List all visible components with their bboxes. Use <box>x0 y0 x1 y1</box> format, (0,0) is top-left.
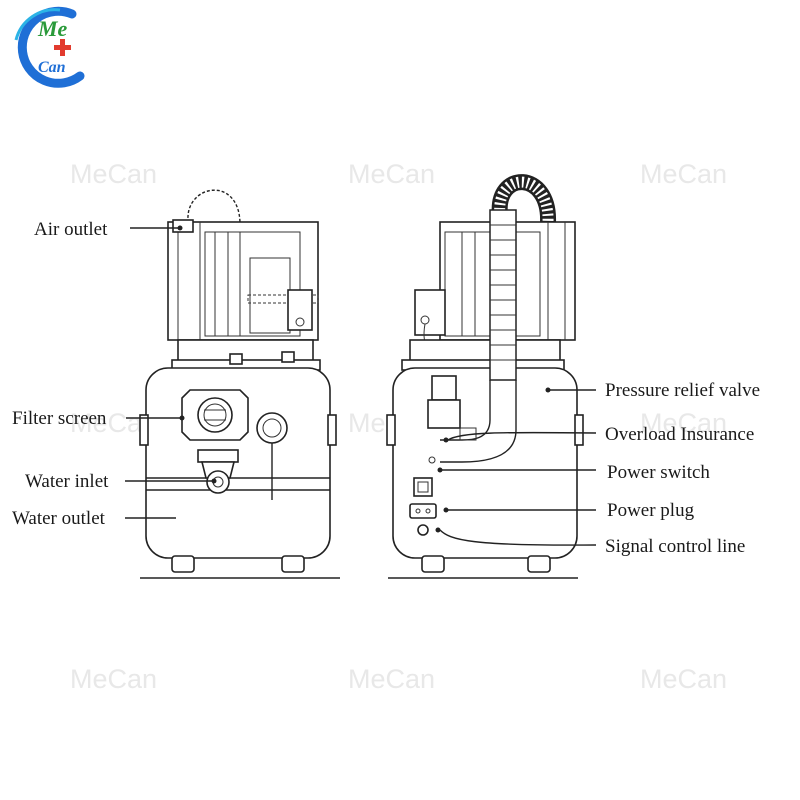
label-signal-control-line: Signal control line <box>605 536 745 557</box>
watermark-text: MeCan <box>348 159 435 189</box>
watermark-text: MeCan <box>70 664 157 694</box>
brand-logo: Me Can <box>14 6 85 88</box>
pressure-relief-valve-icon <box>427 375 477 441</box>
gauge-icon <box>256 412 288 500</box>
callout-power-plug: Power plug <box>443 500 695 521</box>
callout-water-outlet: Water outlet <box>12 508 176 529</box>
watermark-text: MeCan <box>640 664 727 694</box>
callout-filter-screen: Filter screen <box>12 408 185 429</box>
unit-front-view <box>139 184 340 579</box>
signal-port-icon <box>417 524 429 536</box>
label-pressure-relief-valve: Pressure relief valve <box>605 380 760 401</box>
watermark-text: MeCan <box>348 664 435 694</box>
callout-overload-insurance: Overload Insurance <box>443 424 754 445</box>
label-power-plug: Power plug <box>607 500 695 521</box>
power-switch-icon <box>413 477 433 497</box>
label-air-outlet: Air outlet <box>34 219 108 240</box>
label-water-inlet: Water inlet <box>25 471 109 492</box>
label-overload-insurance: Overload Insurance <box>605 424 754 445</box>
callout-power-switch: Power switch <box>437 462 710 483</box>
hose-icon <box>182 184 246 223</box>
water-inlet-connector-icon <box>197 449 239 494</box>
callout-signal-control-line: Signal control line <box>435 527 745 557</box>
callout-pressure-relief-valve: Pressure relief valve <box>545 380 760 401</box>
watermark-text: MeCan <box>70 159 157 189</box>
power-plug-icon <box>409 503 437 519</box>
overload-fuse-icon <box>428 456 436 464</box>
filter-screen-icon <box>181 389 249 441</box>
watermark-text: MeCan <box>640 408 727 438</box>
callout-air-outlet: Air outlet <box>34 219 183 240</box>
label-water-outlet: Water outlet <box>12 508 106 529</box>
logo-text-top: Me <box>37 16 68 41</box>
callout-water-inlet: Water inlet <box>25 471 217 492</box>
label-power-switch: Power switch <box>607 462 710 483</box>
watermark-text: MeCan <box>640 159 727 189</box>
unit-rear-view <box>386 174 584 579</box>
medical-cross-icon <box>54 39 71 56</box>
label-filter-screen: Filter screen <box>12 408 107 429</box>
logo-text-bottom: Can <box>38 59 66 76</box>
